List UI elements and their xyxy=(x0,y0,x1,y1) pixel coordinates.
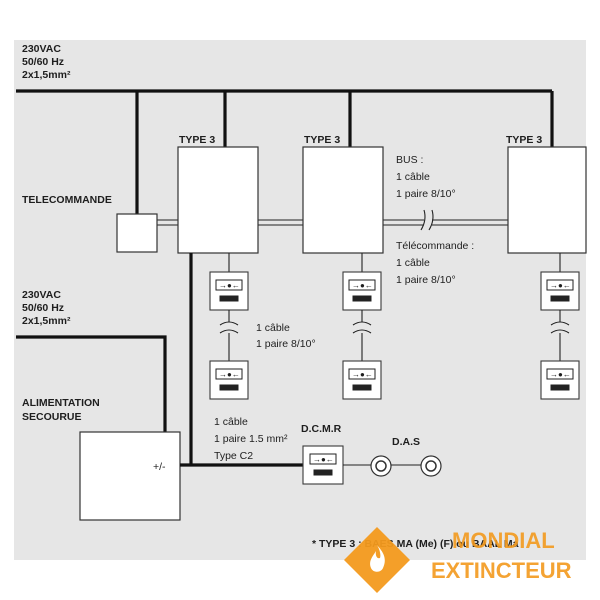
dcmr-label: D.C.M.R xyxy=(301,423,342,435)
bus-cut-mark-1 xyxy=(420,209,426,231)
mondial-extincteur-logo: MONDIAL EXTINCTEUR xyxy=(344,527,572,593)
cut-mark-1a xyxy=(219,321,239,326)
device-1a xyxy=(209,271,249,311)
device-1b xyxy=(209,360,249,400)
type3-box-3 xyxy=(507,146,587,254)
device-3b xyxy=(540,360,580,400)
device-glyphs: →●← →●← →●← →●← →●← →●← xyxy=(215,279,574,391)
cut-mark-2a xyxy=(352,321,372,326)
telecommande-label: TELECOMMANDE xyxy=(22,194,112,206)
branch-pair-text: 1 paire 8/10° xyxy=(256,338,316,350)
dcmr-device xyxy=(302,445,344,485)
bus-cut-mark-2 xyxy=(428,209,434,231)
power-top-section: 2x1,5mm² xyxy=(22,69,71,81)
svg-text:→●←: →●← xyxy=(219,281,240,290)
bus-cable: 1 câble xyxy=(396,171,430,183)
power-mid-voltage: 230VAC xyxy=(22,289,61,301)
power-mid-section: 2x1,5mm² xyxy=(22,315,71,327)
type3-box-2 xyxy=(302,146,384,254)
alimentation-label-1: ALIMENTATION xyxy=(22,397,100,409)
cut-mark-1b xyxy=(219,329,239,334)
branch-cable-text: 1 câble xyxy=(256,322,290,334)
das-ring-1-inner xyxy=(375,460,387,472)
logo-word-extincteur: EXTINCTEUR xyxy=(431,558,572,583)
power-top-frequency: 50/60 Hz xyxy=(22,56,64,68)
device-2a xyxy=(342,271,382,311)
cable-c2-type: Type C2 xyxy=(214,450,253,462)
type3-label-1: TYPE 3 xyxy=(179,134,215,146)
power-top-voltage: 230VAC xyxy=(22,43,61,55)
logo-flame-icon xyxy=(370,545,385,572)
svg-text:→●←: →●← xyxy=(352,370,373,379)
cable-c2-cable: 1 câble xyxy=(214,416,248,428)
das-ring-2-outer xyxy=(420,455,442,477)
cut-mark-3a xyxy=(550,321,570,326)
bus-pair: 1 paire 8/10° xyxy=(396,188,456,200)
telecommande-cable-cable: 1 câble xyxy=(396,257,430,269)
svg-text:→●←: →●← xyxy=(352,281,373,290)
svg-text:→●←: →●← xyxy=(550,281,571,290)
svg-text:→●←: →●← xyxy=(313,455,334,464)
mains-line-mid xyxy=(16,335,167,432)
polarity-label: +/- xyxy=(153,461,166,473)
svg-text:→●←: →●← xyxy=(219,370,240,379)
telecommande-box xyxy=(116,213,158,253)
bus-title: BUS : xyxy=(396,154,423,166)
telecommande-cable-pair: 1 paire 8/10° xyxy=(396,274,456,286)
das-ring-2-inner xyxy=(425,460,437,472)
device-3a xyxy=(540,271,580,311)
device-2b xyxy=(342,360,382,400)
cut-mark-3b xyxy=(550,329,570,334)
alimentation-label-2: SECOURUE xyxy=(22,411,82,423)
cable-c2-pair: 1 paire 1.5 mm² xyxy=(214,433,288,445)
telecommande-cable-title: Télécommande : xyxy=(396,240,474,252)
type3-label-3: TYPE 3 xyxy=(506,134,542,146)
power-mid-frequency: 50/60 Hz xyxy=(22,302,64,314)
logo-word-mondial: MONDIAL xyxy=(452,528,555,553)
type3-box-1 xyxy=(177,146,259,254)
das-label: D.A.S xyxy=(392,436,420,448)
type3-label-2: TYPE 3 xyxy=(304,134,340,146)
dcmr-glyph: →●← xyxy=(309,453,337,476)
alimentation-box xyxy=(79,431,181,521)
cut-mark-2b xyxy=(352,329,372,334)
svg-text:→●←: →●← xyxy=(550,370,571,379)
das-ring-1-outer xyxy=(370,455,392,477)
